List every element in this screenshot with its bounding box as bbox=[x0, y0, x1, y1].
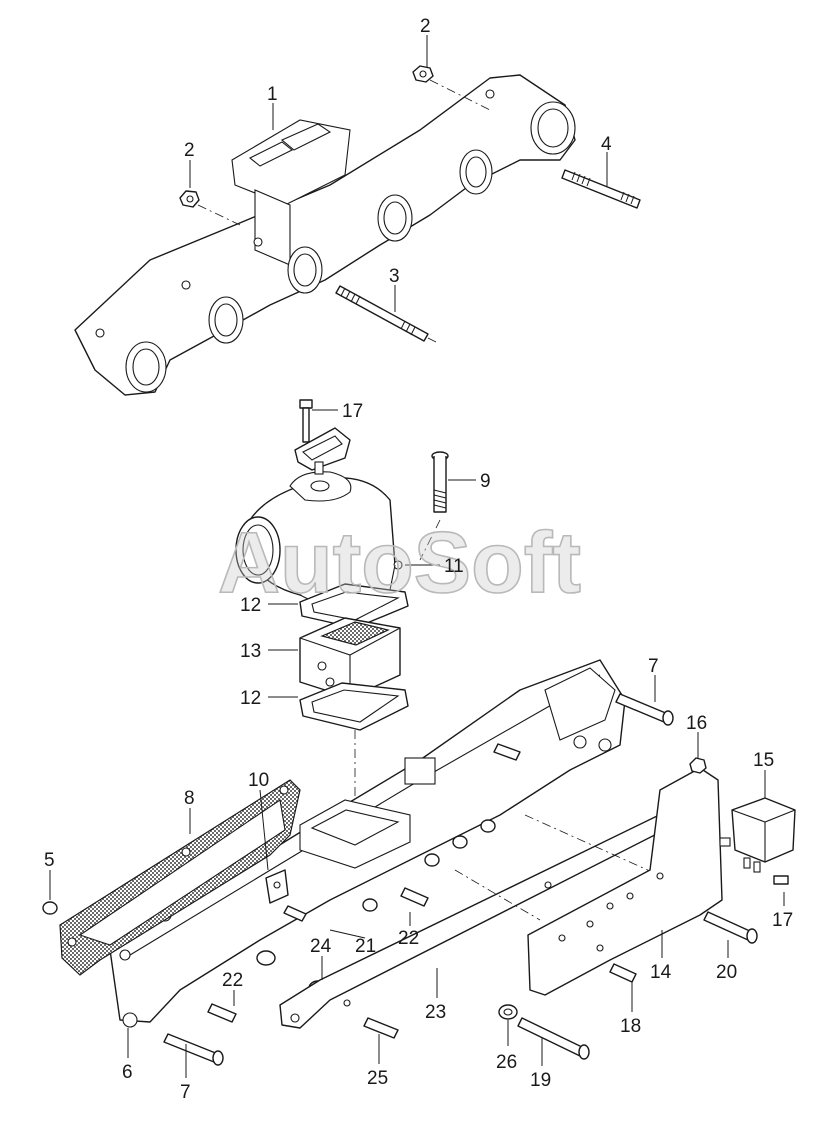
callout-25: 25 bbox=[367, 1068, 388, 1089]
relay-box bbox=[719, 797, 796, 873]
bolt-long-lower bbox=[163, 1033, 224, 1066]
callout-11: 11 bbox=[444, 556, 464, 577]
callout-4: 4 bbox=[601, 134, 612, 155]
bolt-short-plate bbox=[609, 963, 637, 983]
callout-labels: 2 1 2 4 3 17 9 11 12 13 12 7 16 15 10 8 … bbox=[44, 16, 793, 1103]
callout-12-upper: 12 bbox=[240, 595, 261, 616]
callout-18: 18 bbox=[620, 1016, 641, 1037]
washer-small bbox=[42, 901, 58, 915]
bolt-manifold-c bbox=[207, 1003, 237, 1023]
callout-8: 8 bbox=[184, 788, 195, 809]
bolt-sensor bbox=[299, 399, 313, 443]
callout-14: 14 bbox=[650, 962, 672, 983]
callout-19: 19 bbox=[530, 1070, 551, 1091]
callout-6: 6 bbox=[122, 1062, 133, 1083]
callout-9: 9 bbox=[480, 471, 491, 492]
bolt-manifold-d bbox=[493, 743, 521, 761]
callout-21: 21 bbox=[355, 936, 376, 957]
callout-22-right: 22 bbox=[398, 928, 419, 949]
callout-2-left: 2 bbox=[184, 140, 195, 161]
exhaust-manifold bbox=[74, 74, 576, 396]
gasket-upper bbox=[299, 583, 409, 629]
callout-13: 13 bbox=[240, 641, 261, 662]
callout-5: 5 bbox=[44, 850, 55, 871]
callout-2-upper: 2 bbox=[420, 16, 431, 37]
callout-15: 15 bbox=[753, 750, 774, 771]
stud-long-left bbox=[335, 285, 437, 343]
gasket-lower bbox=[299, 682, 409, 731]
callout-16: 16 bbox=[686, 713, 707, 734]
sensor-module bbox=[294, 427, 351, 475]
nut-upper bbox=[412, 65, 491, 111]
stud-long-right bbox=[561, 169, 641, 209]
bolt-manifold-b bbox=[400, 887, 429, 907]
callout-26: 26 bbox=[496, 1052, 517, 1073]
bolt-manifold-a bbox=[283, 905, 307, 922]
callout-20: 20 bbox=[716, 962, 737, 983]
brake-valve-block bbox=[299, 617, 401, 699]
mounting-plate bbox=[527, 767, 723, 996]
callout-7-upper: 7 bbox=[648, 656, 659, 677]
bolt-long-upper bbox=[615, 693, 674, 726]
washer-bracket bbox=[498, 1004, 518, 1020]
callout-10: 10 bbox=[248, 770, 269, 791]
leader-lines bbox=[49, 35, 785, 1078]
callout-7-lower: 7 bbox=[180, 1082, 191, 1103]
bolt-elbow bbox=[431, 451, 449, 513]
bolt-bracket bbox=[363, 1017, 399, 1039]
callout-24: 24 bbox=[310, 936, 332, 957]
callout-12-lower: 12 bbox=[240, 688, 261, 709]
manifold-gasket bbox=[59, 779, 301, 976]
watermark: AutoSoft bbox=[218, 515, 581, 611]
callout-22-left: 22 bbox=[222, 970, 243, 991]
callout-1: 1 bbox=[267, 84, 278, 105]
bolt-relay bbox=[773, 875, 789, 885]
callout-17-upper: 17 bbox=[342, 401, 363, 422]
nut-left bbox=[179, 190, 241, 226]
callout-3: 3 bbox=[389, 266, 400, 287]
callout-17-lower: 17 bbox=[772, 910, 793, 931]
callout-23: 23 bbox=[425, 1002, 446, 1023]
bracket-small bbox=[265, 869, 289, 904]
support-bracket-long bbox=[279, 799, 701, 1029]
nut-relay bbox=[689, 757, 707, 774]
bolt-long-bracket bbox=[517, 1017, 590, 1060]
bolt-plate bbox=[703, 911, 758, 944]
